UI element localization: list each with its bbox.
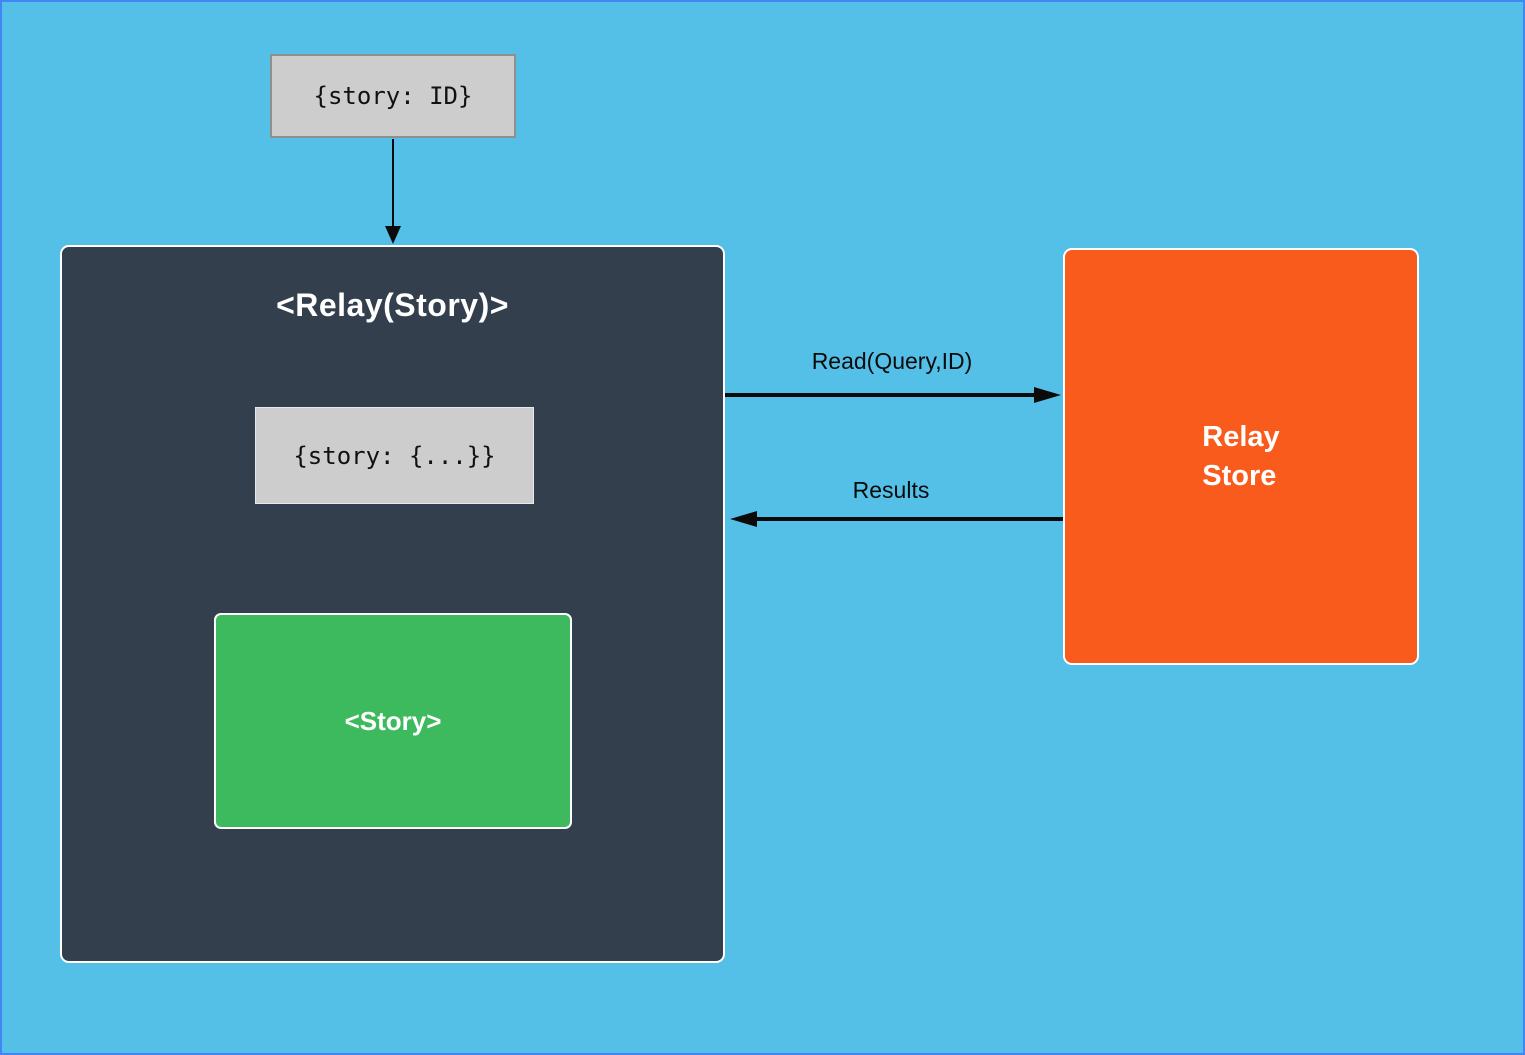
relay-store-box: Relay Store	[1063, 248, 1419, 665]
inner-props-box: {story: {...}}	[255, 407, 534, 504]
story-component-label: <Story>	[344, 705, 442, 736]
read-arrow	[725, 387, 1061, 403]
props-to-container-arrow	[385, 139, 401, 244]
relay-container-box: <Relay(Story)> {story: {...}} <Story>	[60, 245, 725, 963]
relay-store-label: Relay Store	[1202, 418, 1279, 496]
results-arrow	[730, 511, 1063, 527]
props-input-box: {story: ID}	[270, 54, 516, 138]
relay-store-label-line2: Store	[1202, 459, 1277, 492]
relay-store-label-line1: Relay	[1202, 420, 1280, 453]
results-edge-label: Results	[852, 477, 930, 503]
relay-container-title: <Relay(Story)>	[276, 287, 509, 323]
inner-props-label: {story: {...}}	[293, 441, 496, 470]
props-input-label: {story: ID}	[313, 82, 473, 110]
story-component-box: <Story>	[214, 613, 572, 829]
read-edge-label: Read(Query,ID)	[811, 348, 973, 374]
